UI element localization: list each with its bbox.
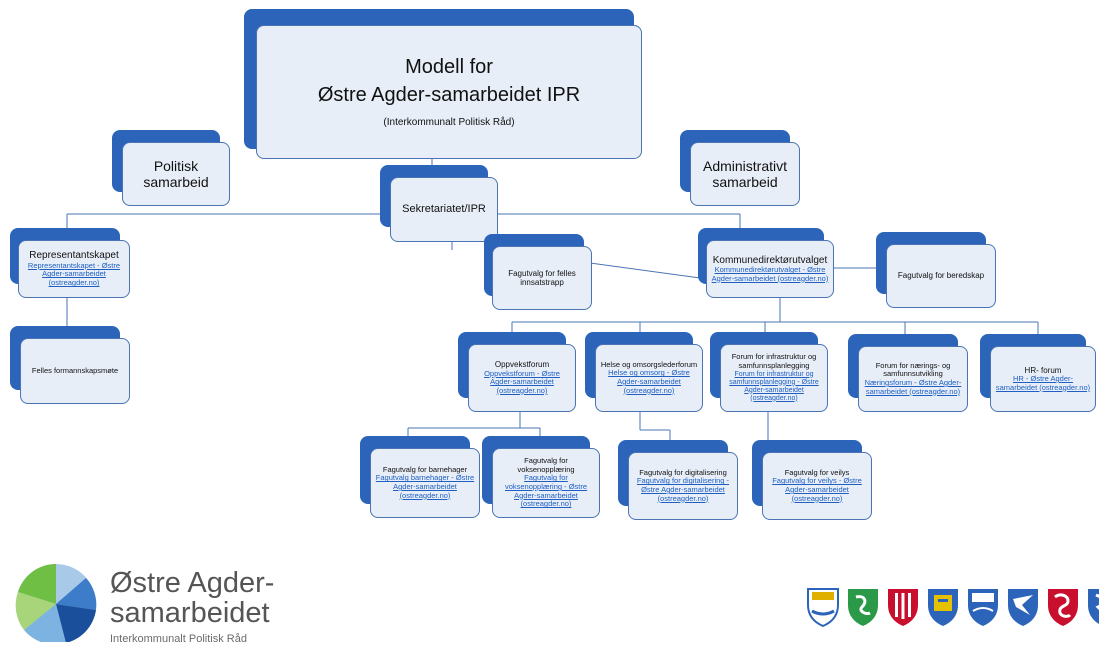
shield-5-icon: [968, 589, 998, 626]
sekretariatet-title: Sekretariatet/IPR: [402, 203, 486, 216]
felles-formannskap-box: Felles formannskapsmøte: [10, 326, 130, 404]
main-title-sub: (Interkommunalt Politisk Råd): [383, 116, 515, 128]
veilys-link[interactable]: Fagutvalg for veilys - Østre Agder-samar…: [772, 476, 862, 503]
helse-title: Helse og omsorgslederforum: [600, 359, 698, 369]
voksenopplaering-box: Fagutvalg for voksenopplæring Fagutvalg …: [482, 436, 600, 518]
kommunedirektor-title: Kommunedirektørutvalget: [712, 254, 828, 266]
hr-title: HR- forum: [1024, 365, 1062, 375]
main-title-line1: Modell for: [405, 55, 493, 78]
helse-box: Helse og omsorgslederforum Helse og omso…: [585, 332, 703, 412]
logo-text: Østre Agder- samarbeidet Interkommunalt …: [110, 568, 274, 645]
hr-link[interactable]: HR - Østre Agder-samarbeidet (ostreagder…: [995, 373, 1091, 392]
kommunedirektor-link[interactable]: Kommunedirektørutvalget - Østre Agder-sa…: [711, 265, 829, 283]
naering-link[interactable]: Næringsforum - Østre Agder-samarbeidet (…: [864, 378, 962, 396]
municipal-shields: [806, 587, 1099, 627]
oppvekstforum-box: Oppvekstforum Oppvekstforum - Østre Agde…: [458, 332, 576, 412]
main-title-box: Modell for Østre Agder-samarbeidet IPR (…: [244, 9, 642, 159]
representantskapet-link[interactable]: Representantskapet - Østre Agder-samarbe…: [27, 260, 121, 288]
naering-title: Forum for nærings- og samfunnsutvikling: [875, 360, 951, 379]
shield-3-icon: [888, 589, 918, 626]
administrativt-samarbeid-title: Administrativt samarbeid: [702, 157, 788, 190]
fagutvalg-beredskap-box: Fagutvalg for beredskap: [876, 232, 996, 308]
naering-box: Forum for nærings- og samfunnsutvikling …: [848, 334, 968, 412]
representantskapet-box: Representantskapet Representantskapet - …: [10, 228, 130, 298]
helse-link[interactable]: Helse og omsorg - Østre Agder-samarbeide…: [608, 368, 690, 395]
main-title-line2: Østre Agder-samarbeidet IPR: [317, 83, 581, 106]
digitalisering-title: Fagutvalg for digitalisering: [639, 467, 727, 477]
oppvekstforum-title: Oppvekstforum: [494, 360, 550, 370]
hr-box: HR- forum HR - Østre Agder-samarbeidet (…: [980, 334, 1096, 412]
kommunedirektor-box: Kommunedirektørutvalget Kommunedirektøru…: [698, 228, 834, 298]
infrastruktur-box: Forum for infrastruktur og samfunnsplanl…: [710, 332, 828, 412]
voksenopplaering-title: Fagutvalg for voksenopplæring: [517, 456, 575, 474]
shield-7-icon: [1048, 589, 1078, 626]
shield-1-icon: [807, 588, 839, 627]
logo-line1: Østre Agder-: [110, 567, 275, 599]
shield-8-icon: [1088, 589, 1099, 624]
digitalisering-link[interactable]: Fagutvalg for digitalisering - Østre Agd…: [636, 476, 730, 503]
logo-mark-icon: [15, 564, 97, 642]
veilys-box: Fagutvalg for veilys Fagutvalg for veily…: [752, 440, 872, 520]
veilys-title: Fagutvalg for veilys: [784, 467, 850, 477]
sekretariatet-box: Sekretariatet/IPR: [380, 165, 498, 242]
infrastruktur-link[interactable]: Forum for infrastruktur og samfunnsplanl…: [729, 370, 819, 402]
voksenopplaering-link[interactable]: Fagutvalg for voksenopplæring - Østre Ag…: [504, 473, 588, 509]
barnehager-title: Fagutvalg for barnehager: [382, 464, 468, 474]
administrativt-samarbeid-box: Administrativt samarbeid: [680, 130, 800, 206]
felles-formannskap-title: Felles formannskapsmøte: [31, 365, 119, 375]
barnehager-link[interactable]: Fagutvalg barnehager - Østre Agder-samar…: [375, 473, 475, 500]
shield-6-icon: [1008, 589, 1038, 626]
representantskapet-title: Representantskapet: [29, 250, 119, 262]
logo-line3: Interkommunalt Politisk Råd: [110, 632, 247, 645]
shield-4-icon: [928, 589, 958, 626]
politisk-samarbeid-box: Politisk samarbeid: [112, 130, 230, 206]
fagutvalg-innsatstrapp-title: Fagutvalg for felles innsatstrapp: [508, 268, 576, 287]
oppvekstforum-link[interactable]: Oppvekstforum - Østre Agder-samarbeidet …: [484, 368, 560, 395]
politisk-samarbeid-title: Politisk samarbeid: [143, 157, 209, 190]
shield-2-icon: [848, 589, 878, 626]
infrastruktur-title: Forum for infrastruktur og samfunnsplanl…: [731, 352, 817, 370]
barnehager-box: Fagutvalg for barnehager Fagutvalg barne…: [360, 436, 480, 518]
fagutvalg-innsatstrapp-box: Fagutvalg for felles innsatstrapp: [484, 234, 592, 310]
logo-line2: samarbeidet: [110, 597, 270, 630]
digitalisering-box: Fagutvalg for digitalisering Fagutvalg f…: [618, 440, 738, 520]
fagutvalg-beredskap-title: Fagutvalg for beredskap: [897, 271, 985, 281]
